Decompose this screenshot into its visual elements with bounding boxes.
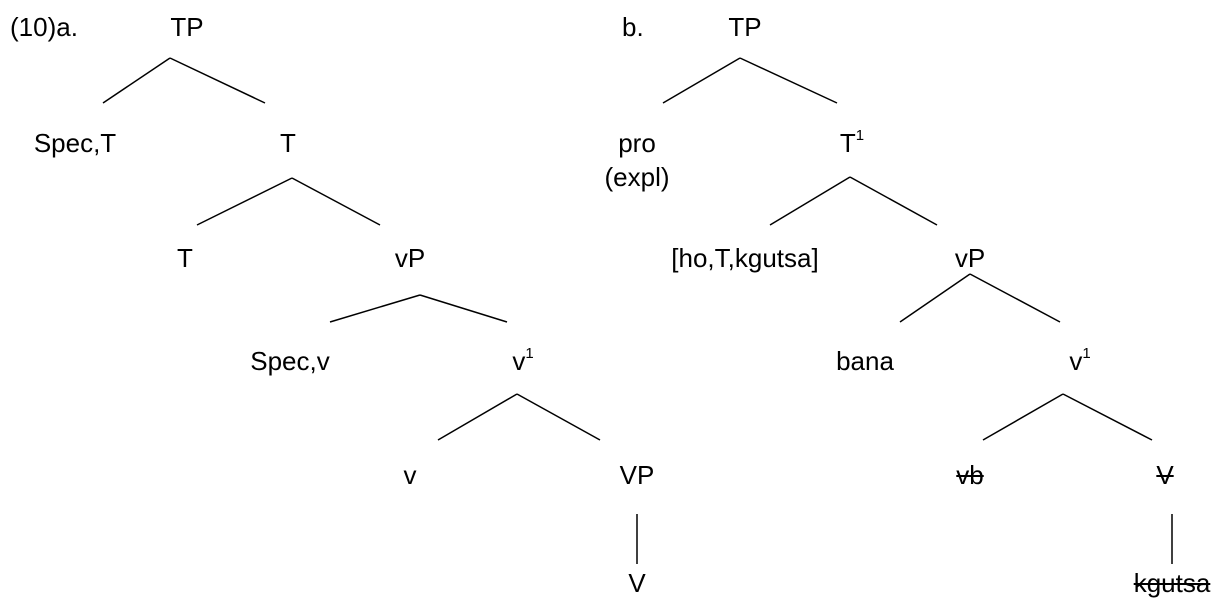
node-b-tp: TP (728, 12, 762, 42)
node-a-spec-v: Spec,v (250, 346, 330, 376)
node-b-v-bar: v1 (1069, 345, 1091, 376)
branch-b-tbar-vp (849, 176, 938, 226)
node-b-kgutsa-struck: kgutsa (1133, 568, 1211, 598)
branch-b-tp-pro (662, 57, 741, 104)
node-b-pro: pro (618, 128, 656, 158)
branch-a-vp-vbar (419, 294, 508, 323)
node-b-t-complex: [ho,T,kgutsa] (671, 243, 819, 273)
branch-b-vbar-V (1062, 393, 1153, 441)
branch-a-vbar-vp (516, 393, 601, 441)
node-a-t-head: T (177, 243, 193, 273)
branch-b-vp-bana (899, 273, 971, 323)
branch-a-vp-specv (329, 294, 421, 323)
branch-a-tp-spec (102, 57, 171, 104)
branch-b-tbar-complex (769, 176, 851, 226)
node-b-vp-little: vP (954, 243, 986, 273)
node-a-vp-little: vP (394, 243, 426, 273)
node-a-spec-t: Spec,T (33, 128, 117, 158)
branch-a-t-vp (291, 177, 381, 226)
branch-b-vp-vbar (969, 273, 1061, 323)
branch-a-vbar-v (437, 393, 518, 441)
branch-b-vbar-vb (982, 393, 1064, 441)
branch-b-tp-tbar (739, 57, 838, 104)
node-b-expl: (expl) (604, 162, 670, 192)
branch-a-tp-t (169, 57, 266, 104)
branch-a-t-thead (196, 177, 293, 226)
node-a-vp-big: VP (619, 460, 655, 490)
node-a-tp: TP (170, 12, 204, 42)
example-label-a: (10)a. (10, 12, 78, 42)
node-a-v-bar: v1 (512, 345, 534, 376)
node-b-vb-struck: vb (956, 460, 984, 490)
example-label-b: b. (622, 12, 644, 42)
node-a-v-big: V (628, 568, 646, 598)
node-a-v-head: v (403, 460, 417, 490)
node-b-v-struck: V (1156, 460, 1174, 490)
node-a-t-bar: T (280, 128, 296, 158)
node-b-t-bar: T1 (839, 127, 865, 158)
node-b-bana: bana (836, 346, 894, 376)
